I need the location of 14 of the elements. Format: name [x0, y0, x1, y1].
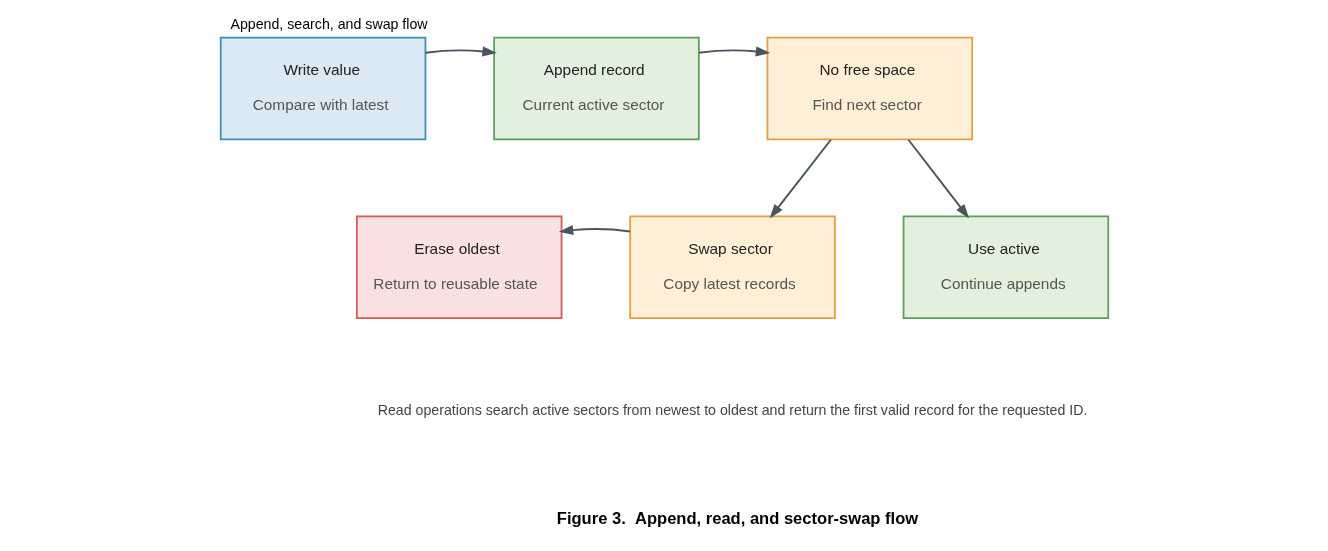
arrow	[769, 138, 832, 219]
node-box: No free space Find next sector	[766, 36, 973, 141]
arrow	[424, 46, 497, 57]
node-box: Append record Current active sector	[492, 36, 700, 141]
diagram-title: Append, search, and swap flow	[229, 15, 428, 32]
label: Read operations search active sectors from newest to oldest and return the first valid record for the requested ID.	[377, 401, 1087, 418]
node-box: Swap sector Copy latest records	[628, 215, 836, 319]
arrow	[558, 225, 631, 236]
node-box: Use active Continue appends	[902, 215, 1109, 319]
node-box: Write value Compare with latest	[219, 36, 426, 141]
arrow	[697, 46, 770, 57]
caption: Figure 3. Append, read, and sector-swap flow	[556, 509, 918, 529]
node-box: Erase oldest Return to reusable state	[355, 215, 562, 319]
arrow	[907, 138, 969, 219]
